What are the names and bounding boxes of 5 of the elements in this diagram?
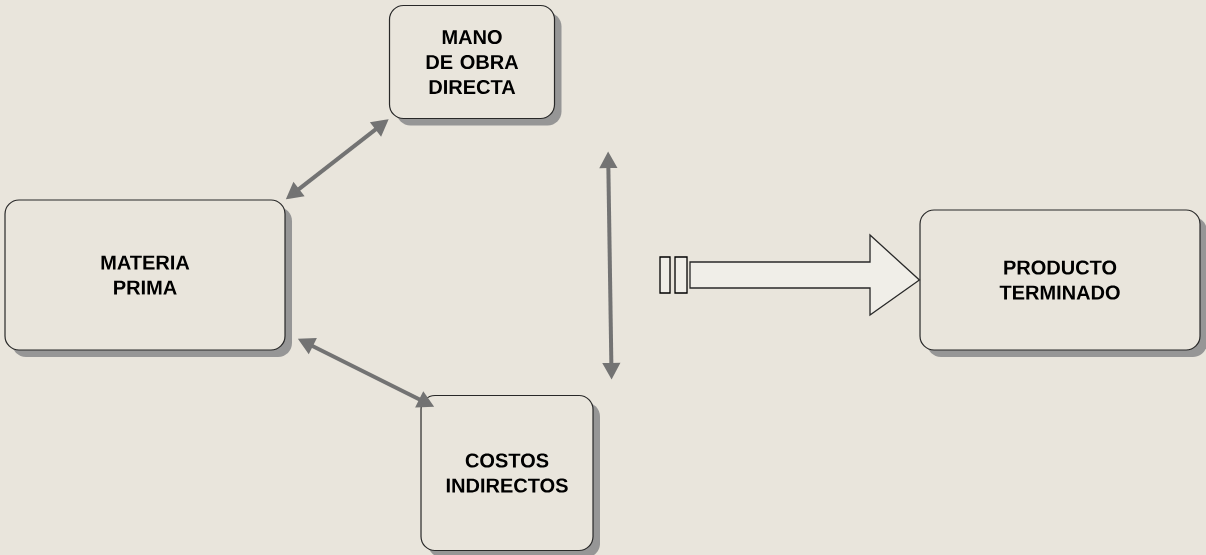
- hollow-arrow: [659, 233, 921, 317]
- process-box: COSTOS INDIRECTOS: [420, 394, 600, 555]
- process-box: MATERIA PRIMA: [4, 199, 292, 357]
- process-box: PRODUCTO TERMINADO: [919, 209, 1206, 357]
- process-box: MANO DE OBRA DIRECTA: [388, 4, 562, 126]
